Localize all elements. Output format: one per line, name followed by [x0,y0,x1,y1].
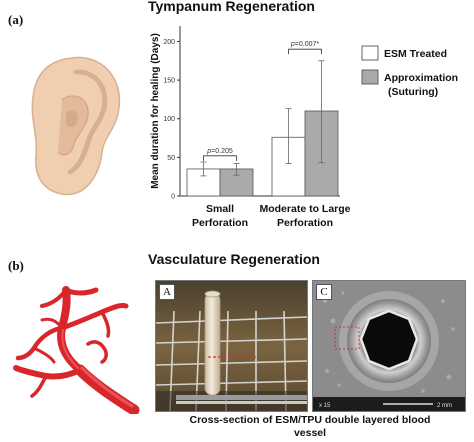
panel-b-tag: (b) [8,258,24,273]
scale-bar-label: 2 mm [437,403,452,409]
photo-c-label: C [316,284,332,300]
significance-bracket [203,155,237,161]
y-tick-label: 150 [163,78,175,85]
photo-c-sem-cross-section: x 15 2 mm C [312,280,466,412]
legend-label-suturing-1: Approximation [384,72,458,84]
x-category-label: Perforation [192,217,248,229]
significance-bracket [288,48,322,55]
scale-magnification: x 15 [319,403,331,409]
y-tick-label: 50 [167,155,175,162]
blood-vessel-tree-icon [13,286,140,414]
legend-label-suturing-2: (Suturing) [388,86,438,98]
legend-label-esm: ESM Treated [384,48,447,60]
y-axis-label: Mean duration for healing (Days) [150,33,161,189]
ear-icon [31,56,121,196]
caption-line-2: vessel [293,427,327,439]
panel-b-title: Vasculature Regeneration [148,251,320,267]
x-category-label: Small [206,203,234,215]
legend-swatch-esm [361,45,379,61]
figure-caption: Cross-section of ESM/TPU double layered … [150,414,470,440]
panel-a-title: Tympanum Regeneration [148,0,315,14]
caption-line-1: Cross-section of ESM/TPU double layered … [189,414,431,426]
legend-swatch-suturing [361,69,379,85]
y-tick-label: 200 [163,39,175,46]
panel-a-tag: (a) [8,12,24,27]
x-category-label: Perforation [277,217,333,229]
p-value-annotation: p=0.007* [290,41,320,48]
y-tick-label: 100 [163,116,175,123]
photo-a-vessel-tube: A [155,280,308,412]
y-tick-label: 0 [171,194,175,201]
x-category-label: Moderate to Large [259,203,350,215]
p-value-annotation: p=0.205 [206,148,233,155]
photo-a-label: A [159,284,175,300]
